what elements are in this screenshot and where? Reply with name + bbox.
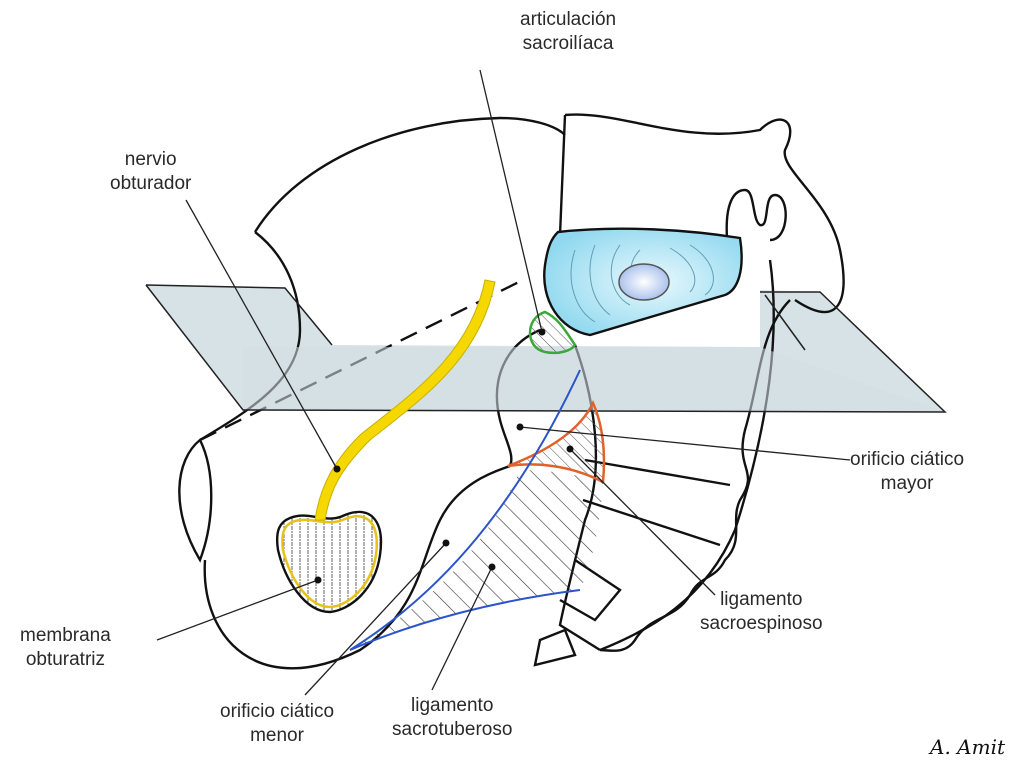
artist-signature: A. Amit	[930, 735, 1005, 759]
label-line: orificio ciático	[850, 449, 965, 470]
label-obturator-membrane: membrana obturatriz	[20, 624, 111, 672]
label-line: orificio ciático	[220, 701, 335, 722]
label-line: ligamento	[720, 589, 803, 610]
label-sacrotuberous-ligament: ligamento sacrotuberoso	[392, 694, 512, 742]
label-line: sacrotuberoso	[392, 719, 513, 740]
label-obturator-nerve: nervio obturador	[110, 148, 191, 196]
label-line: menor	[250, 725, 304, 746]
label-line: obturatriz	[25, 649, 106, 670]
intervertebral-disc	[543, 227, 743, 337]
label-line: sacroespinoso	[700, 613, 823, 634]
sacroiliac-joint	[528, 310, 577, 355]
obturator-nerve	[314, 279, 496, 521]
label-line: mayor	[880, 473, 934, 494]
nucleus-pulposus	[618, 263, 670, 301]
label-line: obturador	[110, 173, 192, 194]
sacrospinous-ligament	[507, 400, 606, 484]
label-greater-sciatic-foramen: orificio ciático mayor	[850, 448, 964, 496]
label-line: nervio	[124, 149, 177, 170]
leader-dots	[314, 328, 574, 584]
label-line: membrana	[20, 625, 111, 646]
label-lesser-sciatic-foramen: orificio ciático menor	[220, 700, 334, 748]
sacrotuberous-ligament	[349, 369, 603, 651]
label-sacrospinous-ligament: ligamento sacroespinoso	[700, 588, 823, 636]
label-line: ligamento	[411, 695, 494, 716]
label-line: articulación	[520, 9, 617, 30]
obturator-membrane	[276, 510, 383, 614]
label-line: sacroilíaca	[522, 33, 614, 54]
leader-lines	[156, 69, 851, 696]
label-sacroiliac-joint: articulación sacroilíaca	[520, 8, 616, 56]
